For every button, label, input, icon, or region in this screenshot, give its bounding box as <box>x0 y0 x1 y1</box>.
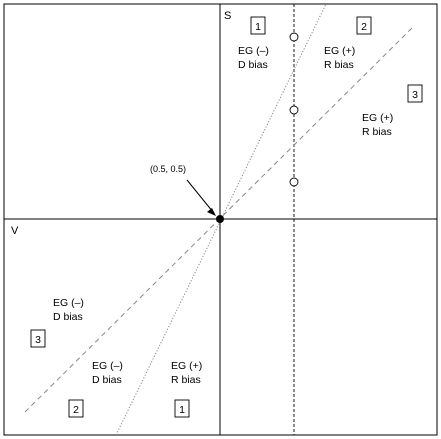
label-ll-eg-minus-d-left-line2: D bias <box>53 311 83 323</box>
center-point <box>216 215 224 223</box>
label-ur-eg-plus-r-top-line1: EG (+) <box>324 45 355 57</box>
label-ur-eg-plus-r-top-line2: R bias <box>324 59 354 71</box>
label-ll-eg-plus-r-line2: R bias <box>171 374 201 386</box>
open-marker-middle <box>289 105 299 115</box>
label-ur-eg-plus-r-right-line1: EG (+) <box>362 112 393 124</box>
region-number-ur-1: 1 <box>255 21 261 33</box>
label-ll-eg-plus-r-line1: EG (+) <box>171 360 202 372</box>
label-ll-eg-minus-d-mid-line2: D bias <box>92 374 122 386</box>
label-ll-eg-minus-d-mid-line1: EG (–) <box>92 360 123 372</box>
center-arrow <box>186 179 214 213</box>
open-marker-top <box>289 32 299 42</box>
region-number-ll-2: 2 <box>73 404 79 416</box>
axis-label-v: V <box>11 225 19 237</box>
region-box-ll-1 <box>174 399 190 418</box>
region-box-ur-1 <box>250 16 266 35</box>
center-point-label: (0.5, 0.5) <box>150 164 186 174</box>
label-ur-eg-plus-r-right-line2: R bias <box>362 126 392 138</box>
open-marker-bottom <box>289 177 299 187</box>
region-number-ur-2: 2 <box>361 21 367 33</box>
center-arrowhead <box>207 208 216 216</box>
region-box-ur-2 <box>356 16 372 35</box>
region-box-ll-2 <box>68 399 84 418</box>
region-box-ur-3 <box>407 84 423 103</box>
axis-label-s: S <box>224 10 231 22</box>
region-box-ll-3 <box>30 329 46 348</box>
region-number-ll-1: 1 <box>179 404 185 416</box>
label-ll-eg-minus-d-left-line1: EG (–) <box>53 297 84 309</box>
label-ur-eg-minus-d-line2: D bias <box>238 59 268 71</box>
label-ur-eg-minus-d-line1: EG (–) <box>238 45 269 57</box>
steep-dotted-line <box>115 3 327 436</box>
region-number-ur-3: 3 <box>412 89 418 101</box>
region-number-ll-3: 3 <box>35 334 41 346</box>
